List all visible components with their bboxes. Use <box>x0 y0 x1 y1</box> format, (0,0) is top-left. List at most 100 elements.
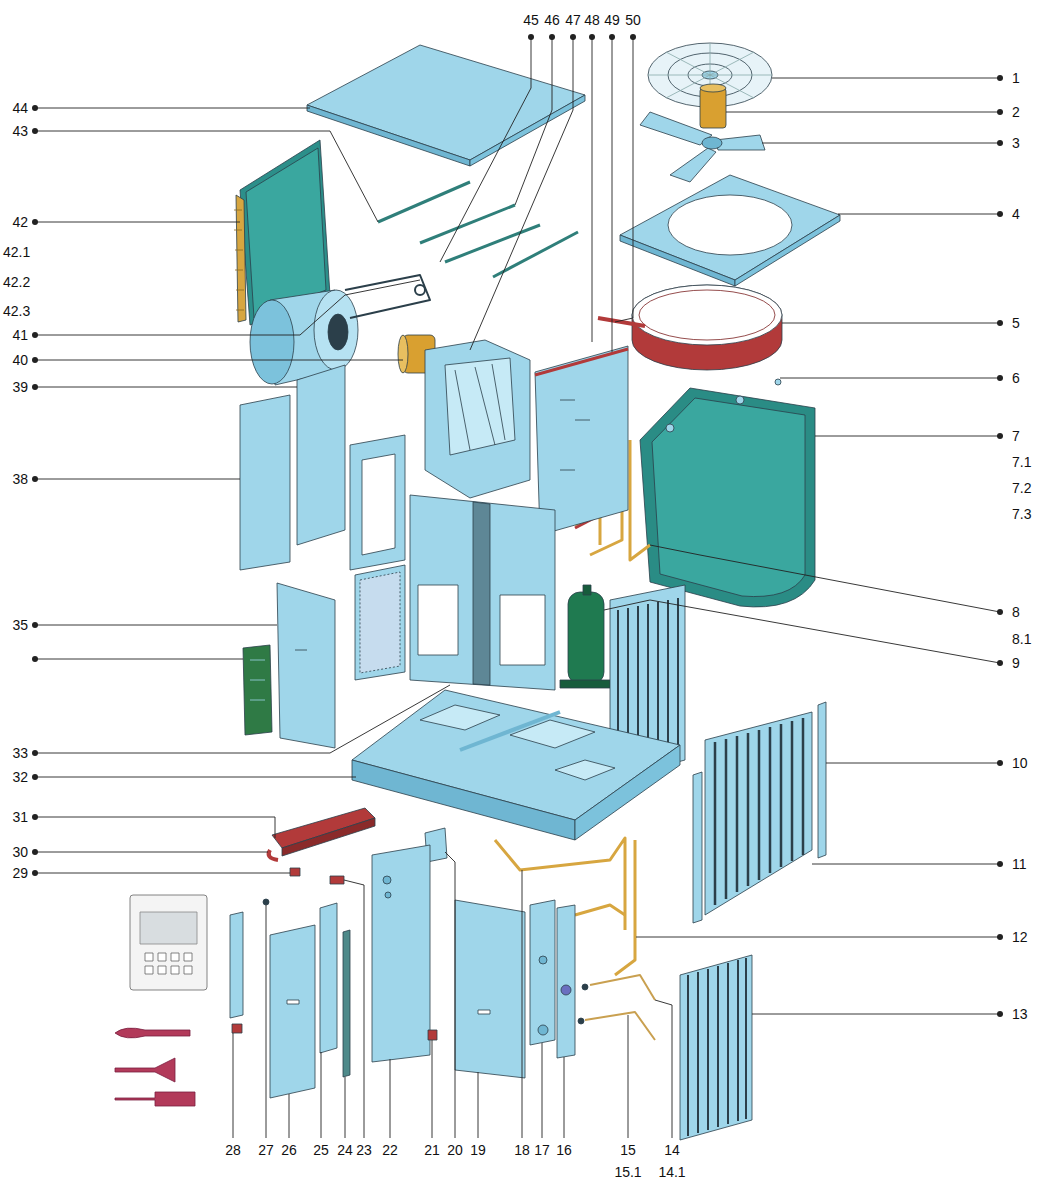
leader-line <box>35 479 240 480</box>
air-filter <box>355 565 405 680</box>
leader-dot <box>997 1011 1003 1017</box>
accessory <box>115 1028 190 1038</box>
callout-number: 21 <box>424 1143 440 1157</box>
callout-number: 42.1 <box>3 245 30 259</box>
callout-number: 11 <box>1012 857 1027 871</box>
valve-nut <box>578 1018 584 1024</box>
fan-panel <box>620 175 840 286</box>
leader-line <box>522 870 523 1138</box>
compressor <box>560 585 612 688</box>
leader-line <box>628 1015 629 1138</box>
condenser-coil <box>640 388 815 607</box>
callout-number: 3 <box>1012 136 1020 150</box>
front-panel <box>232 1024 242 1033</box>
leader-line <box>515 37 552 205</box>
leader-line <box>542 1043 543 1138</box>
compressor <box>568 592 604 684</box>
grille <box>715 718 803 905</box>
callout-number: 41 <box>12 328 28 342</box>
fan-motor <box>700 84 726 128</box>
callout-number: 15.1 <box>614 1165 641 1179</box>
rail <box>420 205 515 243</box>
leader-dot <box>32 849 38 855</box>
blower-housing <box>425 340 530 498</box>
wired-controller <box>145 953 192 974</box>
front-panel <box>538 1025 548 1035</box>
callout-number: 10 <box>1012 756 1028 770</box>
condenser-coil <box>666 424 674 432</box>
condenser-coil <box>652 398 805 597</box>
leader-line <box>650 545 1000 612</box>
blower-bracket <box>345 275 430 318</box>
leader-line <box>838 214 1000 215</box>
side-strip <box>693 702 826 923</box>
leader-line <box>636 937 1000 938</box>
callout-number: 23 <box>356 1143 372 1157</box>
callout-number: 6 <box>1012 371 1020 385</box>
leader-line <box>782 323 1000 324</box>
side-panel <box>295 650 307 651</box>
drain-fitting <box>269 850 344 884</box>
callout-number: 39 <box>12 380 28 394</box>
leader-dot <box>609 34 615 40</box>
leader-line <box>35 222 240 223</box>
callout-number: 46 <box>544 13 560 27</box>
base-pan <box>575 745 680 840</box>
leader-dot <box>32 622 38 628</box>
callout-number: 30 <box>12 845 28 859</box>
front-panel <box>530 900 555 1045</box>
callout-number: 4 <box>1012 207 1020 221</box>
front-panel <box>372 845 430 1062</box>
front-panel <box>385 892 391 898</box>
fan-motor <box>700 84 726 92</box>
wired-controller <box>140 912 197 944</box>
leader-line <box>780 378 1000 379</box>
callout-number: 7.3 <box>1012 507 1031 521</box>
leader-line <box>35 817 275 838</box>
pipe <box>598 318 645 326</box>
side-panel <box>277 583 335 748</box>
fan-blade <box>640 112 765 182</box>
drain-fitting <box>330 876 344 884</box>
fan-blade <box>640 112 712 145</box>
air-filter <box>355 565 405 680</box>
leader-line <box>478 1072 479 1138</box>
leader-line <box>815 436 1000 437</box>
front-panel <box>428 1030 437 1040</box>
air-filter <box>360 572 400 673</box>
callout-number: 18 <box>514 1143 530 1157</box>
callout-number: 33 <box>12 746 28 760</box>
base-pan <box>555 760 615 780</box>
leader-dot <box>997 660 1003 666</box>
leader-line <box>35 37 1000 1138</box>
callout-number: 29 <box>12 866 28 880</box>
callout-number: 7.2 <box>1012 481 1031 495</box>
leader-dot <box>32 357 38 363</box>
callout-number: 2 <box>1012 105 1020 119</box>
grille <box>688 958 746 1136</box>
drain-pan <box>272 808 375 856</box>
callout-number: 44 <box>12 101 28 115</box>
leader-dot <box>32 384 38 390</box>
partition-panel <box>473 502 490 685</box>
fan-shroud <box>639 290 775 340</box>
valve-nut <box>582 984 588 990</box>
callout-number: 17 <box>534 1143 550 1157</box>
front-panel <box>383 876 391 884</box>
blower <box>250 300 294 384</box>
leader-line <box>390 1059 391 1138</box>
base-pan <box>352 760 575 840</box>
top-panel <box>307 45 585 160</box>
front-panel <box>230 912 243 1018</box>
fan-motor <box>700 88 726 128</box>
blower-motor <box>398 335 408 373</box>
leader-line <box>344 880 364 1138</box>
blower-housing <box>455 364 505 450</box>
partition-panel <box>535 346 628 535</box>
leader-line <box>35 387 297 388</box>
callout-number: 25 <box>313 1143 329 1157</box>
leader-dot <box>997 320 1003 326</box>
callout-number: 13 <box>1012 1007 1028 1021</box>
leader-line <box>445 852 455 1138</box>
leader-dot <box>32 105 38 111</box>
